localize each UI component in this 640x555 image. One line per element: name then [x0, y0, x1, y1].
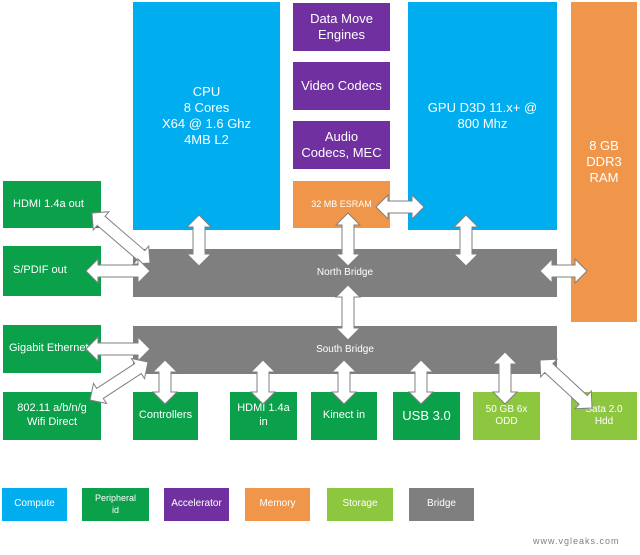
spdif-out-block: S/PDIF out — [3, 246, 101, 296]
legend-memory: Memory — [245, 488, 310, 521]
arrow-esram-northbridge — [334, 212, 362, 267]
arrow-wifi-southbridge — [89, 357, 149, 405]
data-move-engines-block: Data Move Engines — [293, 3, 390, 51]
arrow-southbridge-sata — [539, 358, 593, 410]
wifi-block: 802.11 a/b/n/g Wifi Direct — [3, 392, 101, 440]
arrow-northbridge-southbridge — [334, 284, 362, 341]
arrow-southbridge-odd — [491, 351, 519, 405]
usb-block: USB 3.0 — [393, 392, 460, 440]
arrow-cpu-northbridge — [185, 214, 213, 267]
hdmi-out-block: HDMI 1.4a out — [3, 181, 101, 228]
arrow-southbridge-controllers — [151, 359, 179, 405]
arrow-spdif-northbridge — [85, 257, 151, 285]
gigabit-ethernet-block: Gigabit Ethernet — [3, 325, 101, 373]
legend-bridge: Bridge — [409, 488, 474, 521]
legend-compute: Compute — [2, 488, 67, 521]
arrow-gpu-northbridge — [452, 214, 480, 267]
arrow-gigabit-southbridge — [85, 335, 151, 363]
legend-storage: Storage — [327, 488, 393, 521]
arrow-southbridge-usb — [407, 359, 435, 405]
watermark: www.vgleaks.com — [533, 536, 620, 546]
legend-accelerator: Accelerator — [164, 488, 229, 521]
arrow-hdmi-out-northbridge — [91, 211, 151, 265]
gpu-block: GPU D3D 11.x+ @ 800 Mhz — [408, 2, 557, 230]
legend-peripheral: Peripheral id — [82, 488, 149, 521]
arrow-esram-gpu — [375, 193, 425, 221]
arrow-southbridge-hdmi-in — [249, 359, 277, 405]
video-codecs-block: Video Codecs — [293, 62, 390, 110]
cpu-block: CPU 8 Cores X64 @ 1.6 Ghz 4MB L2 — [133, 2, 280, 230]
arrow-southbridge-kinect — [330, 359, 358, 405]
arrow-northbridge-ram — [539, 257, 588, 285]
audio-codecs-block: Audio Codecs, MEC — [293, 121, 390, 169]
